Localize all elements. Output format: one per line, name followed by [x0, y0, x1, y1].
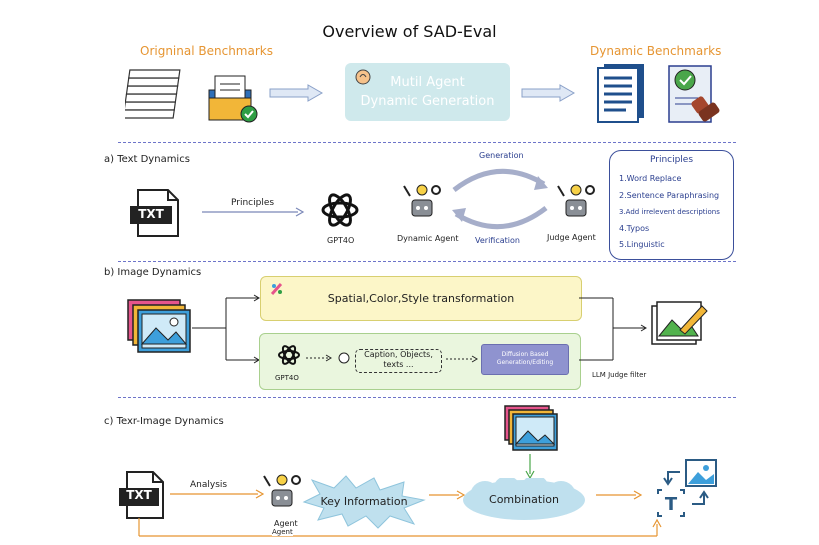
svg-text:T: T — [665, 494, 678, 515]
principle-item: 5.Linguistic — [619, 240, 665, 249]
arrow-analysis — [170, 489, 264, 499]
text-image-icon: T — [657, 459, 717, 517]
txt-label-a: TXT — [138, 207, 164, 221]
arrow-down-green — [525, 454, 535, 480]
dynamic-benchmarks-label: Dynamic Benchmarks — [590, 44, 722, 58]
arrow-principles — [202, 207, 305, 217]
image-dynamics-heading: b) Image Dynamics — [104, 267, 202, 278]
arrow-key-combination — [429, 490, 466, 500]
palette-icon — [270, 282, 283, 296]
verification-label: Verification — [475, 236, 520, 245]
gpt-label-b: GPT4O — [275, 374, 299, 382]
openai-logo-icon — [321, 193, 359, 227]
original-benchmarks-label: Origninal Benchmarks — [140, 44, 273, 58]
divider-2 — [118, 261, 736, 262]
bottom-feedback-line — [138, 518, 662, 537]
caption-box: Caption, Objects, texts ... — [355, 349, 442, 373]
combination-cloud — [463, 478, 585, 520]
robot-judge-icon — [557, 184, 595, 217]
principles-title: Principles — [649, 155, 694, 165]
txt-file-icon — [130, 189, 179, 237]
agent-bottom-label: Agent — [272, 528, 293, 536]
principle-item: 2.Sentence Paraphrasing — [619, 190, 720, 200]
diffusion-box: Diffusion Based Generation/Editing — [481, 344, 569, 375]
principle-item: 4.Typos — [619, 223, 650, 233]
arrow-right-1 — [269, 84, 324, 102]
principle-item: 3.Add irrelevent descriptions — [619, 208, 720, 216]
image-stack-icon — [127, 299, 191, 353]
merge-connector — [579, 297, 647, 361]
combination-label: Combination — [489, 493, 559, 506]
dynamic-agent-label: Dynamic Agent — [397, 234, 459, 243]
divider-3 — [118, 397, 736, 398]
arrow-to-head — [306, 352, 350, 364]
documents-icon — [597, 64, 644, 123]
caption-label: Caption, Objects, texts ... — [364, 350, 433, 369]
arrow-to-diffusion — [446, 355, 478, 363]
txt-label-c: TXT — [126, 488, 152, 502]
divider-1 — [118, 142, 736, 143]
transform-label: Spatial,Color,Style transformation — [327, 292, 515, 305]
judge-agent-label: Judge Agent — [547, 233, 596, 242]
principles-arrow-label: Principles — [231, 198, 275, 208]
agent-label: Agent — [274, 519, 298, 528]
robot-agent-icon-c — [263, 474, 301, 507]
certificate-stamp-icon — [668, 65, 720, 123]
text-dynamics-heading: a) Text Dynamics — [104, 154, 190, 165]
key-information-label: Key Information — [320, 495, 408, 508]
principle-item: 1.Word Replace — [619, 174, 682, 183]
branch-connector — [192, 294, 260, 364]
brain-icon — [355, 69, 371, 91]
image-edit-icon — [651, 301, 708, 345]
image-stack-icon-c — [504, 405, 558, 451]
arrow-combination-output — [596, 490, 643, 500]
gpt-label-a: GPT4O — [327, 236, 355, 245]
principles-box: Principles 1.Word Replace 2.Sentence Par… — [609, 150, 734, 260]
diffusion-label: Diffusion Based Generation/Editing — [496, 351, 554, 366]
cycle-arrows — [452, 168, 548, 230]
generation-label: Generation — [479, 151, 524, 160]
page-title: Overview of SAD-Eval — [322, 22, 497, 41]
text-image-dynamics-heading: c) Texr-Image Dynamics — [104, 416, 224, 427]
stacked-documents-icon — [125, 69, 181, 119]
openai-logo-icon-b — [278, 345, 300, 365]
multi-agent-box: Mutil Agent Dynamic Generation — [345, 63, 510, 121]
robot-agent-icon — [403, 184, 441, 217]
arrow-right-2 — [521, 84, 576, 102]
analysis-label: Analysis — [190, 480, 228, 490]
transform-box: Spatial,Color,Style transformation — [260, 276, 582, 321]
judge-filter-label: LLM Judge filter — [592, 371, 647, 379]
multi-agent-label: Mutil Agent Dynamic Generation — [360, 75, 495, 109]
folder-check-icon — [208, 75, 258, 123]
key-information-burst — [302, 475, 426, 529]
txt-file-icon-c — [119, 471, 164, 519]
